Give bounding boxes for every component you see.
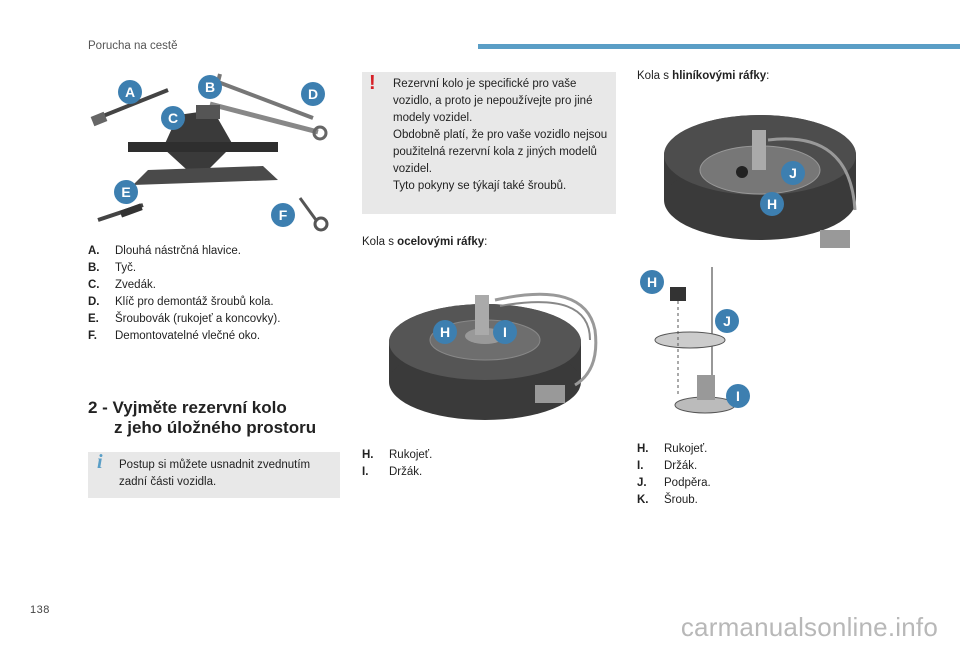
badge-j-exploded: J xyxy=(715,309,739,333)
badge-e: E xyxy=(114,180,138,204)
legend-row-d: D.Klíč pro demontáž šroubů kola. xyxy=(88,296,274,308)
info-box: i Postup si můžete usnadnit zvednutím za… xyxy=(88,452,340,498)
svg-text:H: H xyxy=(767,196,777,212)
info-box-text: Postup si můžete usnadnit zvednutím zadn… xyxy=(119,459,311,488)
svg-text:J: J xyxy=(789,165,797,181)
warning-box: ! Rezervní kolo je specifické pro vaše v… xyxy=(362,72,616,214)
alloy-legend-row-i: I.Držák. xyxy=(637,460,698,472)
tools-legend: A.Dlouhá nástrčná hlavice. B.Tyč. C.Zved… xyxy=(88,243,280,345)
wrench-illustration xyxy=(209,101,328,141)
legend-row-a: A.Dlouhá nástrčná hlavice. xyxy=(88,245,241,257)
steel-caption-bold: ocelovými ráfky xyxy=(397,236,485,248)
steel-legend-row-h: H.Rukojeť. xyxy=(362,449,433,461)
badge-a: A xyxy=(118,80,142,104)
alloy-legend: H.Rukojeť. I.Držák. J.Podpěra. K.Šroub. xyxy=(637,441,711,509)
svg-text:C: C xyxy=(168,110,178,126)
legend-row-e: E.Šroubovák (rukojeť a koncovky). xyxy=(88,313,281,325)
alloy-exploded-illustration: H J I xyxy=(640,267,750,414)
towing-eye-illustration xyxy=(298,197,329,232)
svg-text:B: B xyxy=(205,79,215,95)
steel-legend: H.Rukojeť. I.Držák. xyxy=(362,447,432,481)
badge-i-exploded: I xyxy=(726,384,750,408)
svg-text:H: H xyxy=(440,324,450,340)
badge-c: C xyxy=(161,106,185,130)
svg-text:I: I xyxy=(736,388,740,404)
svg-text:F: F xyxy=(279,207,288,223)
legend-row-c: C.Zvedák. xyxy=(88,279,156,291)
info-icon: i xyxy=(97,451,103,473)
warning-icon: ! xyxy=(369,72,376,94)
alloy-caption: Kola s hliníkovými ráfky: xyxy=(637,70,770,82)
alloy-legend-row-j: J.Podpěra. xyxy=(637,477,711,489)
alloy-legend-row-h: H.Rukojeť. xyxy=(637,443,708,455)
warning-text-3: Tyto pokyny se týkají také šroubů. xyxy=(393,180,567,192)
badge-h-alloy-wheel: H xyxy=(760,192,784,216)
jack-illustration xyxy=(128,105,278,185)
section-heading: 2 - Vyjměte rezervní kolo z jeho úložnéh… xyxy=(88,398,316,438)
svg-text:I: I xyxy=(503,324,507,340)
page-header-title: Porucha na cestě xyxy=(88,40,178,52)
svg-text:A: A xyxy=(125,84,135,100)
badge-d: D xyxy=(301,82,325,106)
watermark: carmanualsonline.info xyxy=(680,612,938,642)
page-number: 138 xyxy=(30,604,50,616)
svg-text:D: D xyxy=(308,86,318,102)
badge-h-exploded: H xyxy=(640,270,664,294)
svg-text:J: J xyxy=(723,313,731,329)
badge-h-steel: H xyxy=(433,320,457,344)
header-accent-bar xyxy=(478,44,960,49)
steel-wheel-illustration: H I xyxy=(389,292,598,420)
steel-caption: Kola s ocelovými ráfky: xyxy=(362,236,488,248)
tools-illustration: A B C D E F xyxy=(90,73,329,232)
svg-text:E: E xyxy=(121,184,130,200)
alloy-wheel-illustration: J H xyxy=(664,115,857,248)
alloy-legend-row-k: K.Šroub. xyxy=(637,494,698,506)
badge-j-alloy-wheel: J xyxy=(781,161,805,185)
section-heading-line2: z jeho úložného prostoru xyxy=(114,418,317,437)
steel-legend-row-i: I.Držák. xyxy=(362,466,423,478)
svg-text:H: H xyxy=(647,274,657,290)
alloy-caption-bold: hliníkovými ráfky xyxy=(672,70,767,82)
section-heading-line1: 2 - Vyjměte rezervní kolo xyxy=(88,398,287,417)
badge-f: F xyxy=(271,203,295,227)
badge-b: B xyxy=(198,75,222,99)
warning-text-1: Rezervní kolo je specifické pro vaše voz… xyxy=(393,78,593,124)
legend-row-b: B.Tyč. xyxy=(88,262,137,274)
long-socket-illustration xyxy=(90,88,169,127)
warning-text-2: Obdobně platí, že pro vaše vozidlo nejso… xyxy=(393,129,608,175)
screwdriver-illustration xyxy=(97,203,144,222)
badge-i-steel: I xyxy=(493,320,517,344)
legend-row-f: F.Demontovatelné vlečné oko. xyxy=(88,330,261,342)
